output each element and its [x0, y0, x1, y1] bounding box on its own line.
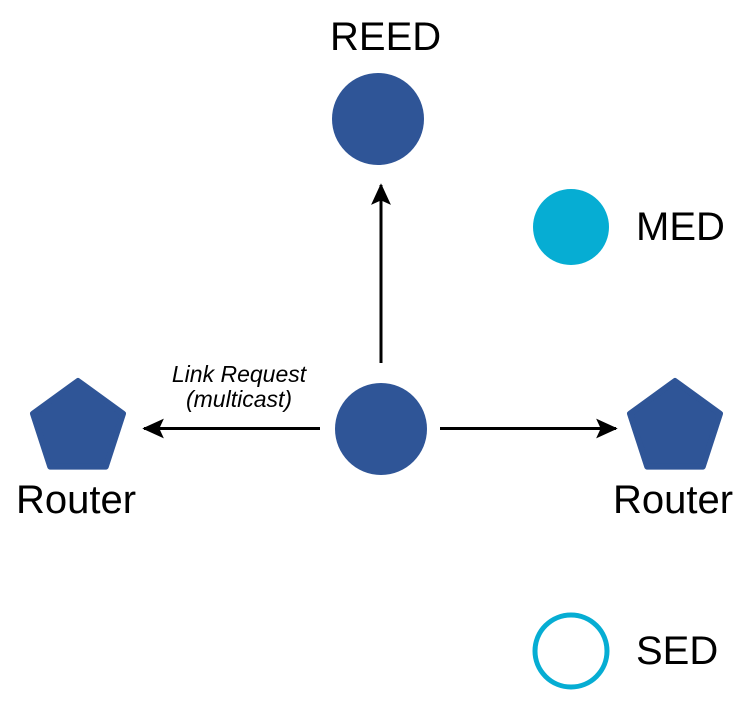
edge-label-link-request: Link Request (multicast)	[171, 361, 307, 412]
node-router-left[interactable]	[30, 378, 126, 470]
node-label-router-right: Router	[613, 478, 734, 522]
node-med[interactable]	[533, 189, 609, 265]
node-sed[interactable]	[532, 612, 610, 690]
node-label-sed: SED	[636, 629, 719, 673]
node-source-router[interactable]	[335, 383, 427, 475]
node-router-right[interactable]	[627, 378, 723, 470]
node-label-med: MED	[636, 205, 725, 249]
node-label-reed: REED	[330, 15, 442, 59]
node-label-router-left: Router	[16, 478, 137, 522]
node-reed[interactable]	[332, 73, 424, 165]
